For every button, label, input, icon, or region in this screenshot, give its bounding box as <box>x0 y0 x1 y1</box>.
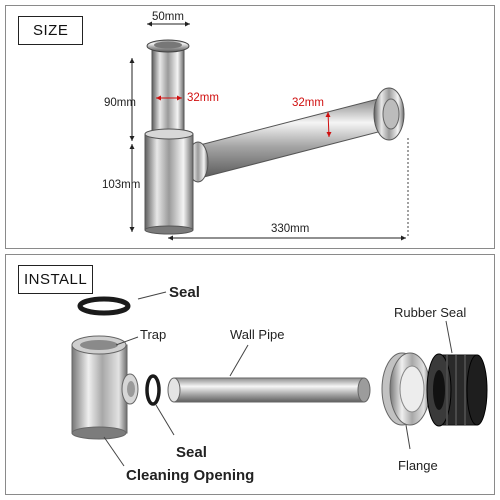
label-wall-pipe: Wall Pipe <box>230 327 284 342</box>
size-wall-pipe <box>195 98 383 179</box>
wall-pipe <box>167 377 371 403</box>
install-panel: INSTALL Seal <box>5 254 495 495</box>
install-title: INSTALL <box>18 265 94 294</box>
dim-pipe-diameter: 32mm <box>292 97 324 109</box>
rubber-seal <box>426 353 488 427</box>
seal-ring-top <box>77 296 131 316</box>
label-trap: Trap <box>140 327 166 342</box>
dim-inner-diameter: 32mm <box>187 92 219 104</box>
dim-length: 330mm <box>271 223 309 235</box>
size-panel: SIZE <box>5 5 495 249</box>
size-diagram: 50mm 90mm 103mm 32mm 32mm 330mm <box>102 11 409 241</box>
dim-top-width: 50mm <box>152 11 184 23</box>
label-seal-bottom: Seal <box>176 444 207 461</box>
dim-lower-height: 103mm <box>102 179 140 191</box>
size-wall-flange <box>373 87 405 141</box>
install-diagram: Seal Trap Seal Wall Pipe <box>71 284 488 484</box>
size-bottle-body <box>144 133 194 231</box>
trap-body <box>71 335 139 440</box>
size-title: SIZE <box>18 16 84 45</box>
label-cleaning-opening: Cleaning Opening <box>126 467 254 484</box>
label-flange: Flange <box>398 458 438 473</box>
size-vertical-tube <box>151 47 185 145</box>
dim-upper-height: 90mm <box>104 97 136 109</box>
label-seal-top: Seal <box>169 284 200 301</box>
flange <box>381 352 431 426</box>
label-rubber-seal: Rubber Seal <box>394 305 466 320</box>
seal-ring-side <box>145 374 161 406</box>
